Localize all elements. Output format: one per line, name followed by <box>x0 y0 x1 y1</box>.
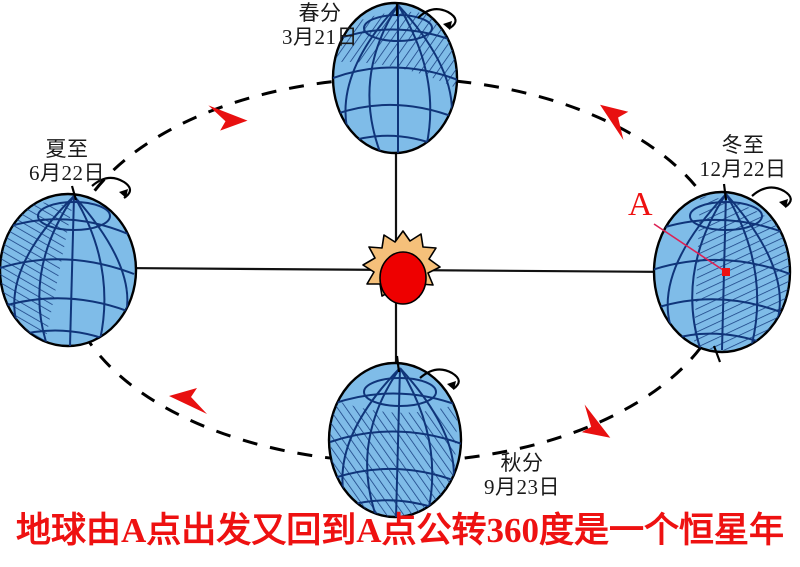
label-spring-date: 3月21日 <box>282 24 358 49</box>
label-summer-solstice: 夏至 6月22日 <box>2 137 132 185</box>
label-winter-solstice: 冬至 12月22日 <box>686 133 800 181</box>
rotation-arrow-spring <box>417 7 457 30</box>
rotation-arrow-winter <box>751 186 792 208</box>
earth-globe-autumn <box>327 355 463 519</box>
label-autumn-date: 9月23日 <box>484 474 560 499</box>
orbit-direction-arrows <box>169 104 629 438</box>
point-a-label: A <box>628 186 653 223</box>
label-spring-equinox: 春分 3月21日 <box>250 1 390 49</box>
caption-text: 地球由A点出发又回到A点公转360度是一个恒星年 <box>15 511 785 550</box>
label-summer-season: 夏至 <box>45 137 89 161</box>
rotation-arrow-autumn <box>419 368 460 390</box>
orbit-arrow-bottom-left <box>169 388 207 414</box>
label-summer-date: 6月22日 <box>29 160 105 185</box>
label-autumn-season: 秋分 <box>500 451 544 475</box>
label-winter-date: 12月22日 <box>699 156 787 181</box>
point-a-marker <box>653 223 730 276</box>
orbit-arrow-top-left <box>208 105 248 131</box>
rotation-arrow-summer <box>91 176 132 199</box>
label-spring-season: 春分 <box>298 1 342 25</box>
label-autumn-equinox: 秋分 9月23日 <box>452 451 592 499</box>
sun <box>362 230 441 305</box>
earth-globe-summer <box>0 176 138 348</box>
earth-globe-spring <box>331 1 459 155</box>
orbit-arrow-bottom-right <box>581 404 611 438</box>
orbit-arrow-top-right <box>600 104 629 141</box>
label-winter-season: 冬至 <box>721 133 765 157</box>
